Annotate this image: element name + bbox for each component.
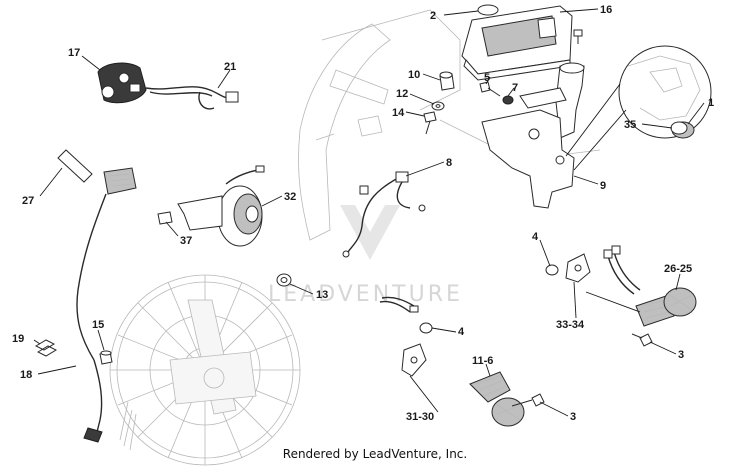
callout-19: 19 [12,333,24,345]
watermark-text: LEADVENTURE [268,282,463,307]
callout-12: 12 [396,88,408,100]
callout-32: 32 [284,191,296,203]
callout-5: 5 [484,72,490,84]
callout-8: 8 [446,157,452,169]
callout-10: 10 [408,69,420,81]
brake-switch-cable [76,167,137,443]
instrument-bracket [481,62,585,209]
callout-7: 7 [512,82,518,94]
cluster-screw [573,29,583,44]
callout-11-6: 11-6 [472,355,493,367]
callout-9: 9 [600,180,606,192]
leader-lines [33,8,705,417]
left-turn-signal [469,371,525,427]
cable-clip [34,339,58,357]
grommet [99,350,113,365]
wire-harness [342,171,426,258]
clutch-lever [57,149,93,183]
horn-nut [157,211,173,225]
ghost-fender [298,23,391,241]
left-signal-bracket [401,343,427,377]
ghost-fork [169,299,257,415]
instrument-cluster [461,5,573,81]
callout-15: 15 [92,319,104,331]
right-signal-bolt [631,333,653,347]
right-signal-washer [545,264,559,276]
right-signal-bracket [565,253,591,283]
washer-12 [431,101,445,111]
grommet-13 [276,273,292,287]
bolt-14 [423,111,437,135]
render-credit: Rendered by LeadVenture, Inc. [282,447,468,461]
callout-4-left: 4 [458,326,465,338]
callout-3-left: 3 [570,411,576,423]
callout-13: 13 [316,289,328,301]
callout-31-30: 31-30 [406,411,434,423]
right-turn-signal [635,287,697,327]
callout-27: 27 [22,195,34,207]
callout-37: 37 [180,235,192,247]
detail-bubble [565,45,712,171]
rubber-spacer [439,71,455,91]
bolt-5 [479,81,501,97]
callout-17: 17 [68,47,80,59]
right-signal-wires [603,245,641,295]
rubber-cap [477,4,499,16]
spacer-7 [502,95,514,105]
left-signal-washer [419,322,433,334]
callout-26-25: 26-25 [664,263,692,275]
callout-18: 18 [20,369,32,381]
watermark-logo: LEADVENTURE [268,205,463,307]
horn [177,165,265,247]
callout-16: 16 [600,4,612,16]
callout-4-right: 4 [532,231,539,243]
callout-35: 35 [624,119,636,131]
callout-2: 2 [430,10,436,22]
callout-1: 1 [708,97,714,109]
callout-14: 14 [392,107,405,119]
switch-wiring [145,86,239,110]
callout-3-right: 3 [678,349,684,361]
callout-21: 21 [224,61,236,73]
callout-33-34: 33-34 [556,319,585,331]
callout-labels: 2 16 1 35 5 7 10 12 14 9 8 17 21 27 32 3… [12,4,714,423]
handlebar-switch [97,62,147,104]
left-signal-wires [379,296,419,313]
